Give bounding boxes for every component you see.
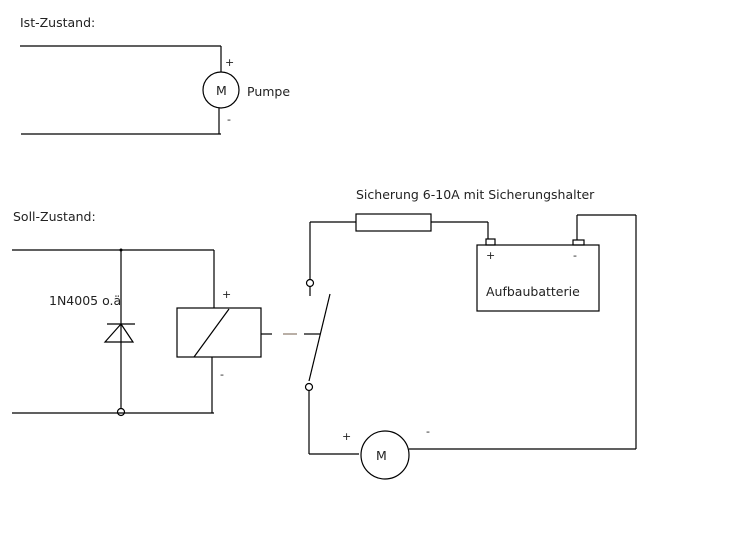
- relay-minus-sign: -: [220, 368, 224, 381]
- motor-plus-sign: +: [342, 430, 351, 443]
- battery-label: Aufbaubatterie: [486, 284, 580, 299]
- battery-symbol: [476, 244, 600, 312]
- diode-triangle: [103, 323, 135, 343]
- motor-minus-sign: -: [426, 425, 430, 438]
- fuse-symbol: [355, 213, 432, 232]
- relay-coil: [176, 307, 262, 358]
- junction-dot: [119, 248, 123, 252]
- diode-label: 1N4005 o.ä: [49, 293, 121, 308]
- switch-blade: [308, 293, 331, 382]
- battery-minus-sign: -: [573, 249, 577, 262]
- relay-coil-slash: [193, 308, 230, 358]
- switch-bottom-contact: [304, 382, 314, 392]
- soll-motor-symbol: [360, 430, 410, 480]
- relay-plus-sign: +: [222, 288, 231, 301]
- ist-motor-symbol: [202, 71, 240, 109]
- ist-motor-label: M: [216, 83, 227, 98]
- fuse-label: Sicherung 6-10A mit Sicherungshalter: [356, 187, 595, 202]
- switch-top-contact: [305, 278, 315, 288]
- load-circuit: [304, 213, 637, 480]
- soll-title: Soll-Zustand:: [13, 209, 96, 224]
- ist-pump-label: Pumpe: [247, 84, 290, 99]
- relay-circuit: [12, 248, 320, 417]
- soll-motor-label: M: [376, 448, 387, 463]
- ist-title: Ist-Zustand:: [20, 15, 95, 30]
- battery-plus-sign: +: [486, 249, 495, 262]
- ist-plus-sign: +: [225, 56, 234, 69]
- battery-minus-terminal: [572, 239, 585, 246]
- junction-terminal: [116, 407, 126, 417]
- battery-plus-terminal: [485, 238, 496, 246]
- ist-circuit: [20, 45, 240, 135]
- ist-minus-sign: -: [227, 113, 231, 126]
